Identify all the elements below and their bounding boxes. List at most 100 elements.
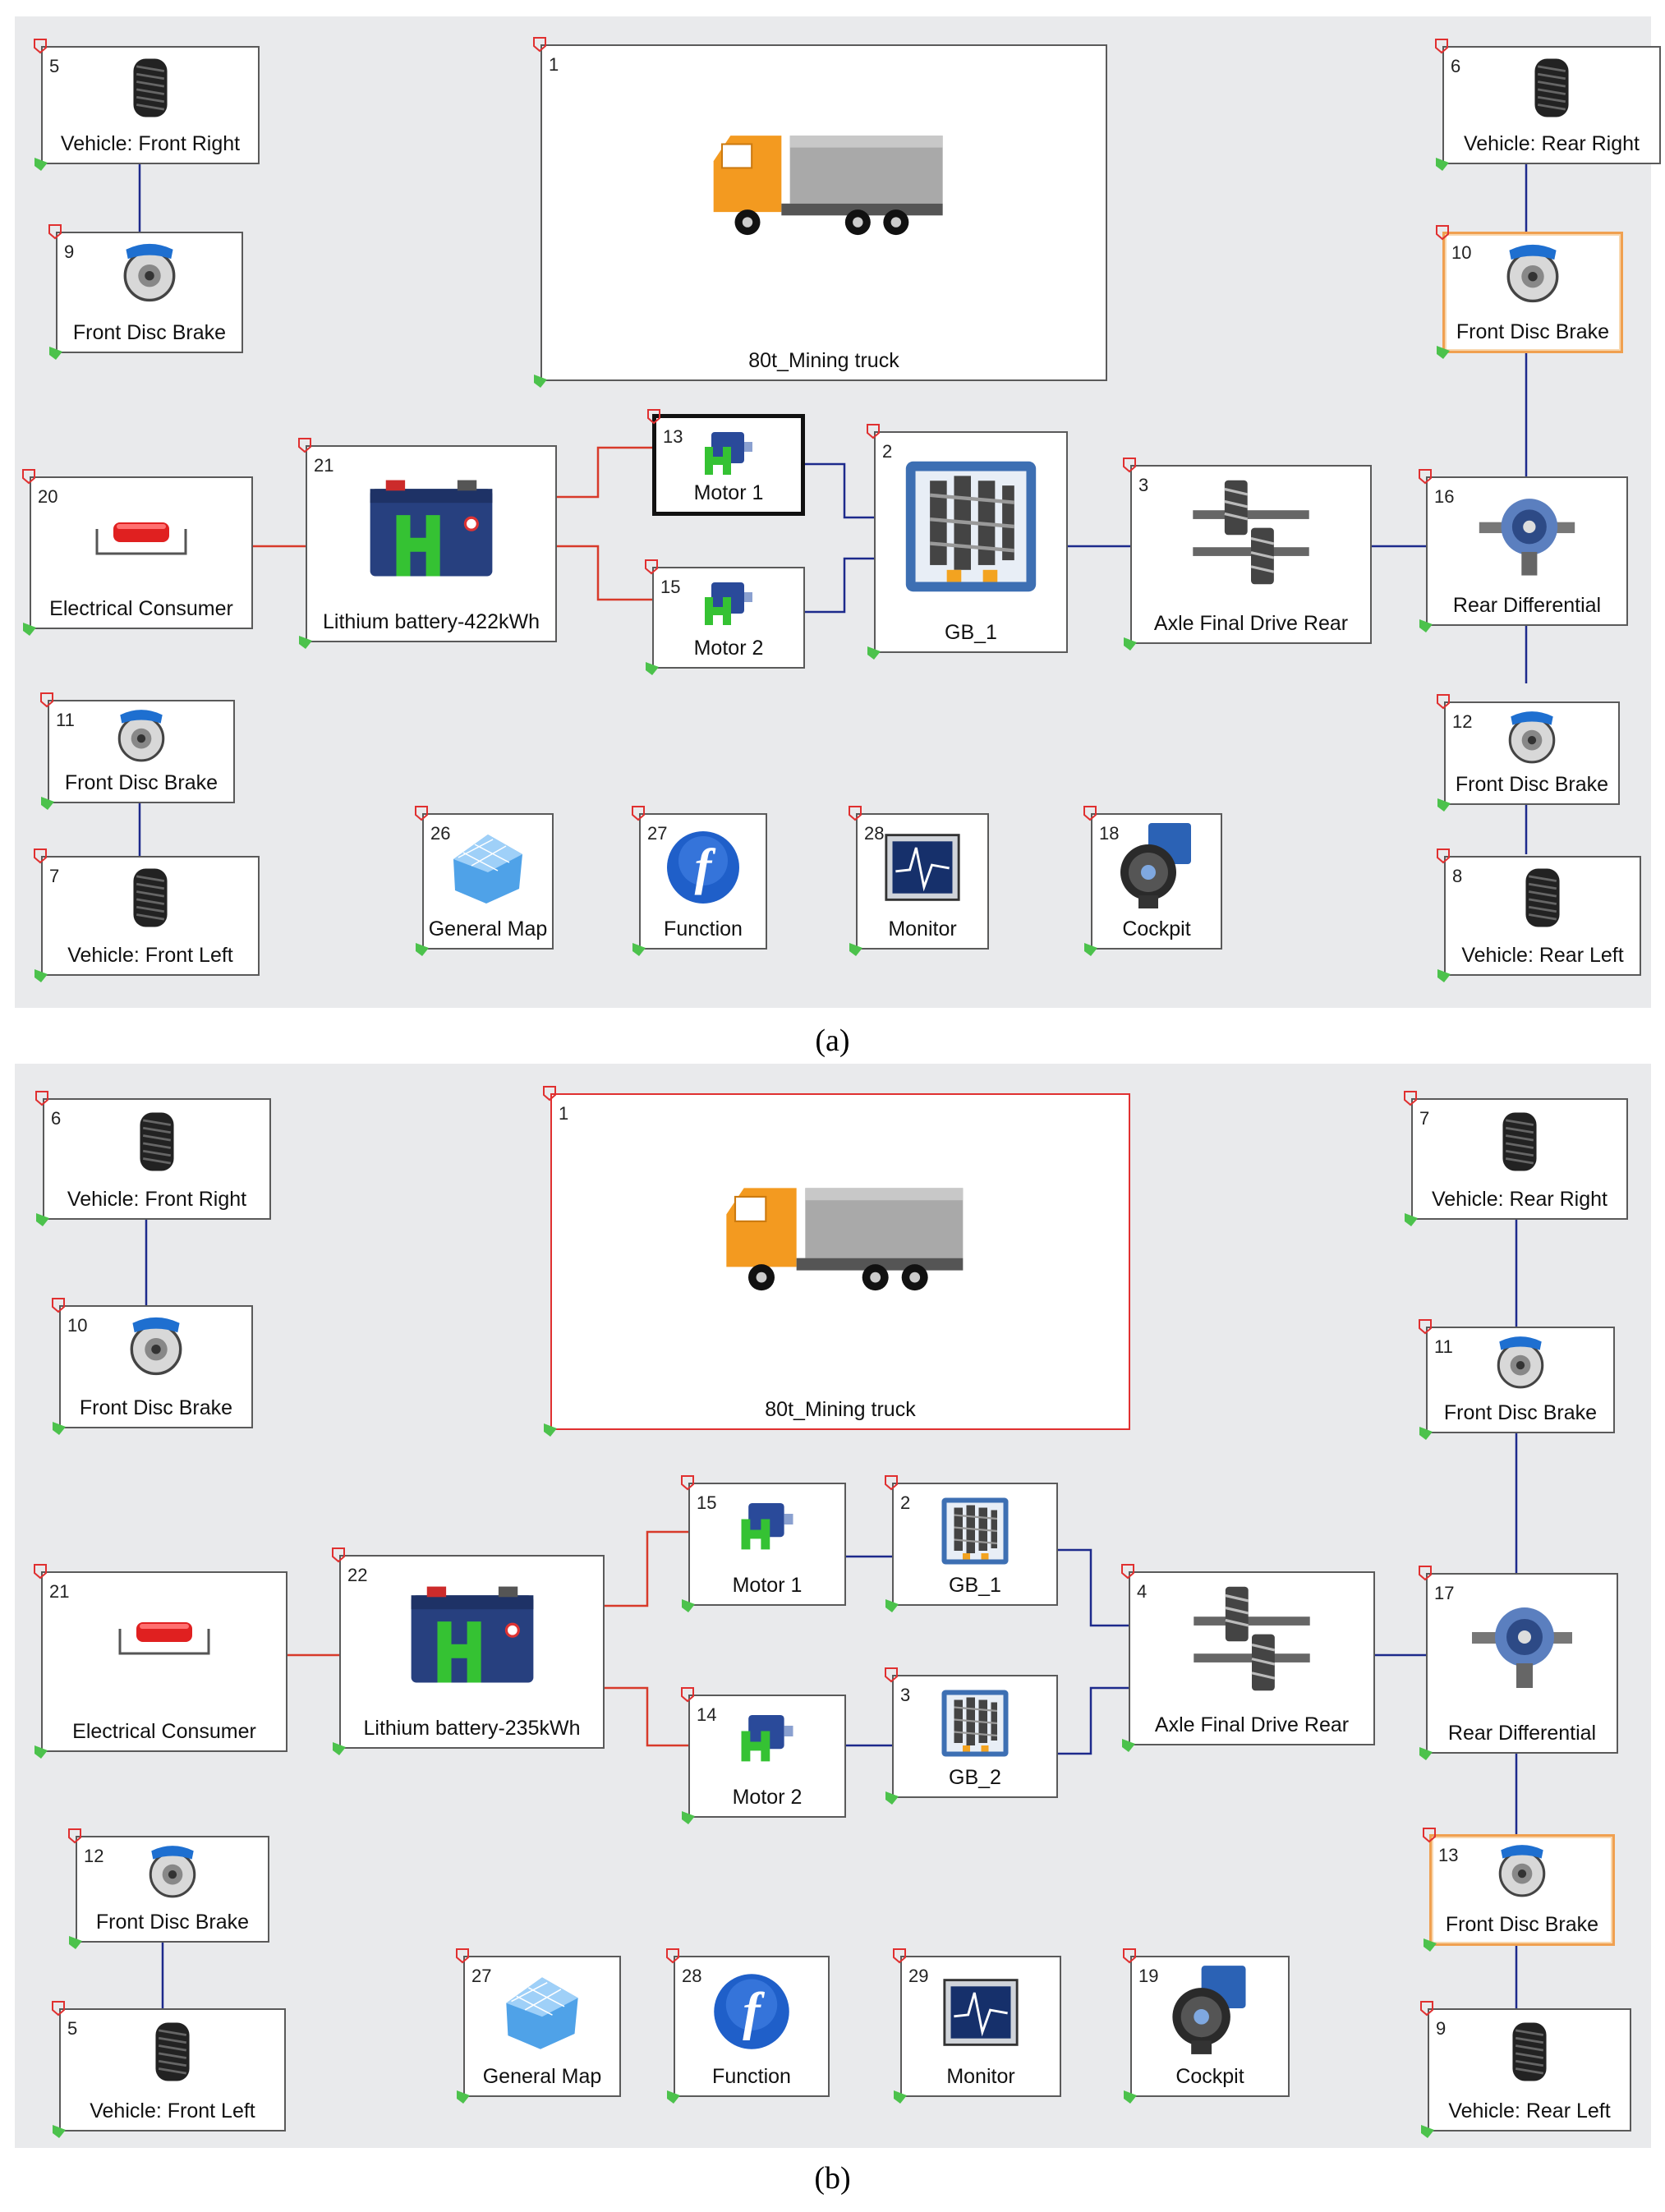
truck-icon: [697, 117, 951, 248]
block-label: Cockpit: [1175, 2065, 1244, 2088]
connector-icon: [1419, 619, 1433, 632]
motor-1-block[interactable]: 15 Motor 1: [681, 1475, 846, 1612]
gearbox-2-block[interactable]: 3 GB_2: [885, 1667, 1058, 1805]
tire-block-rear-left[interactable]: 9 Vehicle: Rear Left: [1420, 2001, 1631, 2138]
block-number: 28: [682, 1966, 702, 1986]
rear-differential-block[interactable]: 16 Rear Differential: [1419, 469, 1628, 632]
electrical-consumer-block[interactable]: 21 Electrical Consumer: [34, 1564, 287, 1759]
block-label: Front Disc Brake: [1443, 1401, 1598, 1424]
brake-block-rear-left[interactable]: 13 Front Disc Brake: [1423, 1828, 1615, 1952]
block-label: Rear Differential: [1452, 594, 1602, 617]
gearbox-block[interactable]: 2 GB_1: [867, 424, 1068, 660]
function-block[interactable]: 27 Function: [632, 806, 767, 956]
disc-brake-icon: [123, 1312, 189, 1377]
connector-icon: [41, 797, 54, 810]
tire-block-rear-right[interactable]: 7 Vehicle: Rear Right: [1404, 1091, 1628, 1226]
block-number: 5: [49, 56, 60, 76]
flag-icon: [1123, 458, 1136, 473]
block-label: GB_2: [949, 1766, 1001, 1789]
brake-block-rear-right[interactable]: 10 Front Disc Brake: [1436, 225, 1623, 359]
gearbox-1-block[interactable]: 2 GB_1: [885, 1475, 1058, 1612]
connector-icon: [667, 2090, 680, 2104]
motor-2-block[interactable]: 15 Motor 2: [645, 559, 805, 675]
tire-block-front-left[interactable]: 7 Vehicle: Front Left: [34, 848, 260, 982]
connector-icon: [1405, 1213, 1418, 1226]
motor-2-block[interactable]: 14 Motor 2: [681, 1687, 846, 1824]
rear-differential-block[interactable]: 17 Rear Differential: [1419, 1566, 1618, 1760]
flag-icon: [1436, 225, 1449, 241]
block-label: Monitor: [888, 917, 957, 940]
connector-icon: [36, 1213, 49, 1226]
tire-icon: [149, 2015, 195, 2089]
brake-block-front-left[interactable]: 11 Front Disc Brake: [40, 692, 235, 810]
block-number: 12: [1452, 711, 1473, 732]
flag-icon: [1437, 694, 1450, 710]
block-number: 14: [697, 1704, 717, 1725]
motor-icon: [700, 577, 757, 628]
connector-icon: [682, 1599, 695, 1612]
connector-icon: [49, 347, 62, 360]
block-label: Vehicle: Rear Left: [1461, 944, 1624, 967]
connector-icon: [53, 2125, 66, 2138]
brake-block-front-left[interactable]: 12 Front Disc Brake: [68, 1828, 269, 1949]
flag-icon: [1420, 2001, 1433, 2017]
battery-block[interactable]: 22 Lithium battery-235kWh: [332, 1547, 605, 1755]
monitor-block[interactable]: 28 Monitor: [849, 806, 989, 956]
battery-icon: [402, 1573, 542, 1696]
axle-final-drive-block[interactable]: 4 Axle Final Drive Rear: [1121, 1564, 1375, 1752]
tire-block-front-left[interactable]: 5 Vehicle: Front Left: [52, 2001, 286, 2138]
block-label: Lithium battery-422kWh: [322, 610, 540, 633]
block-label: General Map: [428, 917, 548, 940]
disc-brake-icon: [117, 238, 182, 304]
brake-block-rear-left[interactable]: 12 Front Disc Brake: [1437, 694, 1620, 812]
cockpit-block[interactable]: 19 Cockpit: [1123, 1948, 1290, 2104]
flag-icon: [298, 438, 311, 453]
electrical-consumer-block[interactable]: 20 Electrical Consumer: [22, 469, 253, 636]
steering-wheel-icon: [1167, 1962, 1253, 2056]
general-map-block[interactable]: 27 General Map: [456, 1948, 621, 2104]
flag-icon: [1419, 1319, 1432, 1335]
block-number: 9: [64, 241, 75, 262]
connector-icon: [867, 646, 881, 660]
connector-icon: [1419, 1427, 1433, 1440]
axle-final-drive-block[interactable]: 3 Axle Final Drive Rear: [1123, 458, 1372, 651]
cockpit-block[interactable]: 18 Cockpit: [1083, 806, 1222, 956]
truck-block[interactable]: 1 80t_Mining truck: [543, 1086, 1130, 1437]
block-label: Axle Final Drive Rear: [1154, 1713, 1350, 1736]
tire-icon: [127, 53, 173, 123]
tire-block-rear-right[interactable]: 6 Vehicle: Rear Right: [1435, 39, 1661, 171]
tire-icon: [134, 1105, 180, 1179]
tire-block-front-right[interactable]: 6 Vehicle: Front Right: [35, 1091, 271, 1226]
block-number: 12: [84, 1846, 104, 1866]
gearbox-icon: [938, 1494, 1012, 1568]
block-label: Vehicle: Front Left: [90, 2099, 255, 2122]
brake-block-front-right[interactable]: 9 Front Disc Brake: [48, 224, 243, 360]
monitor-block[interactable]: 29 Monitor: [893, 1948, 1061, 2104]
axle-gear-icon: [1190, 1581, 1313, 1696]
truck-block[interactable]: 1 80t_Mining truck: [533, 37, 1107, 388]
general-map-block[interactable]: 26 General Map: [415, 806, 554, 956]
block-label: Vehicle: Rear Right: [1431, 1188, 1608, 1211]
block-number: 3: [1138, 475, 1149, 495]
tire-icon: [1529, 53, 1575, 123]
gearbox-icon: [938, 1686, 1012, 1760]
map-surface-icon: [499, 1969, 585, 2054]
function-block[interactable]: 28 Function: [666, 1948, 830, 2104]
block-number: 15: [697, 1492, 717, 1513]
flag-icon: [893, 1948, 906, 1964]
block-label: Front Disc Brake: [1455, 773, 1609, 796]
connector-icon: [1424, 1938, 1437, 1952]
brake-block-front-right[interactable]: 10 Front Disc Brake: [52, 1298, 253, 1435]
tire-block-rear-left[interactable]: 8 Vehicle: Rear Left: [1437, 848, 1641, 982]
block-label: Vehicle: Rear Right: [1463, 132, 1640, 155]
block-label: GB_1: [949, 1574, 1001, 1597]
motor-1-block[interactable]: 13 Motor 1: [647, 409, 805, 516]
flag-icon: [1419, 469, 1432, 485]
tire-block-front-right[interactable]: 5 Vehicle: Front Right: [34, 39, 260, 171]
battery-block[interactable]: 21 Lithium battery-422kWh: [298, 438, 557, 649]
function-icon: [709, 1969, 794, 2054]
brake-block-rear-right[interactable]: 11 Front Disc Brake: [1419, 1319, 1615, 1440]
block-number: 13: [663, 426, 683, 447]
block-label: Front Disc Brake: [1445, 1913, 1599, 1936]
block-number: 19: [1138, 1966, 1159, 1986]
